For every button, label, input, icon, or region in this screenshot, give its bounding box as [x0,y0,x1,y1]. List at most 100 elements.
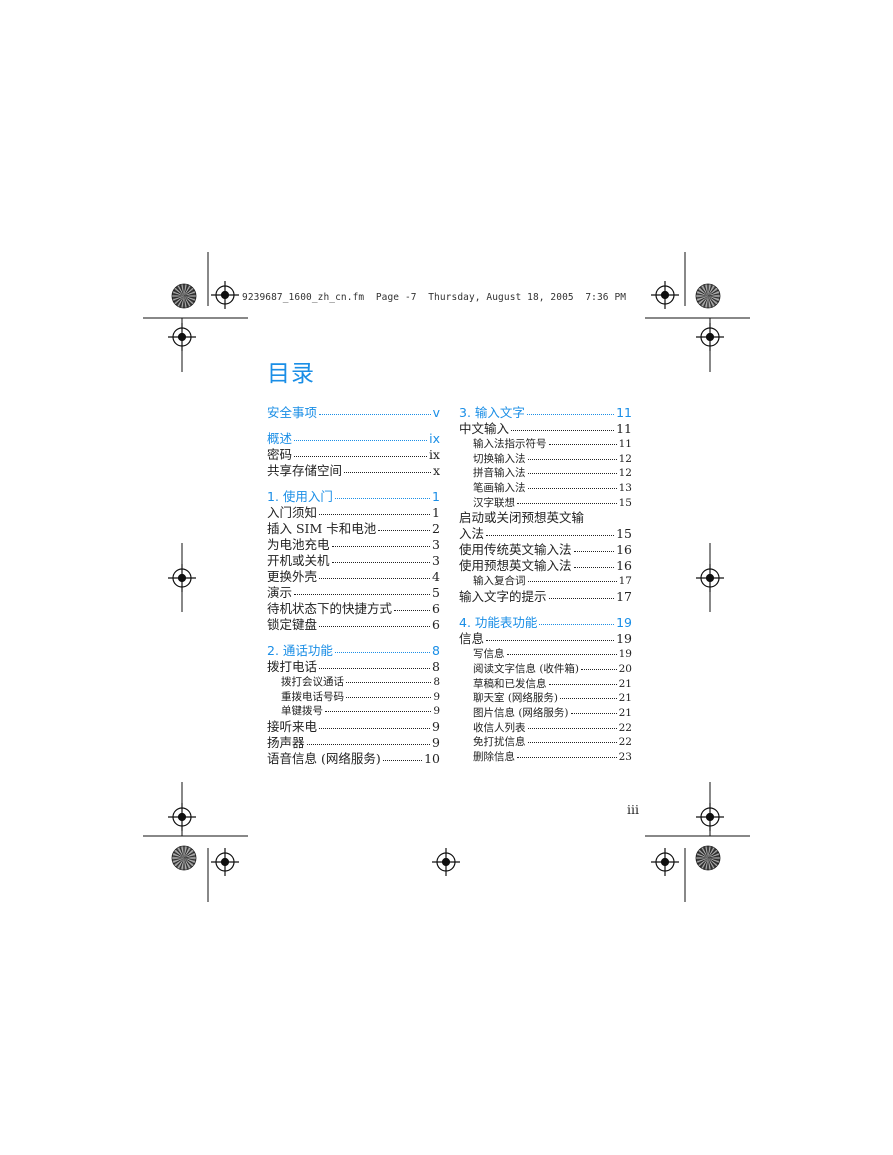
toc-entry-label: 收信人列表 [473,721,526,734]
toc-subsection[interactable]: 聊天室 (网络服务) 21 [459,691,632,706]
toc-entry-label: 入法 [459,526,485,542]
toc-entry-page: 11 [616,421,632,436]
starburst-calibration-icon [171,845,197,871]
starburst-calibration-icon [171,283,197,309]
toc-entry-page: 6 [432,617,440,632]
dot-leader [334,652,431,653]
dot-leader [382,760,423,762]
dot-leader [527,488,617,490]
registration-target-icon [651,848,679,876]
starburst-calibration-icon [695,845,721,871]
dot-leader [294,440,428,441]
toc-section[interactable]: 插入 SIM 卡和电池 2 [267,521,440,537]
dot-leader [517,756,617,758]
toc-entry-page: 9 [432,719,440,735]
toc-entry-page: 10 [424,751,440,767]
toc-section[interactable]: 扬声器 9 [267,735,440,751]
page-title: 目录 [267,361,315,387]
toc-subsection[interactable]: 重拨电话号码 9 [267,690,440,705]
dot-leader [346,682,432,683]
toc-entry-page: 13 [618,482,632,495]
dot-leader [331,546,431,547]
toc-subsection[interactable]: 切换输入法 12 [459,452,632,467]
dot-leader [548,444,617,445]
dot-leader [319,728,431,730]
toc-entry-page: 9 [433,690,440,703]
toc-entry-page: 21 [618,692,632,705]
toc-entry-page: 1 [432,505,440,520]
toc-subsection[interactable]: 阅读文字信息 (收件箱)20 [459,662,632,677]
toc-entry-label: 聊天室 (网络服务) [473,692,559,705]
toc-entry-label: 锁定键盘 [267,617,318,632]
toc-entry-page: 21 [618,677,632,690]
toc-entry-label: 扬声器 [267,735,305,751]
toc-subsection[interactable]: 收信人列表 22 [459,721,632,736]
toc-entry-continued: 启动或关闭预想英文输 [459,510,585,526]
dot-leader [560,698,617,700]
toc-entry-page: 19 [616,615,632,631]
toc-entry-page: 15 [618,496,632,509]
toc-entry-label: 删除信息 [473,750,515,763]
dot-leader [526,414,615,415]
dot-leader [486,535,615,537]
toc-entry-page: 2 [432,521,440,536]
toc-subsection[interactable]: 笔画输入法 13 [459,481,632,496]
toc-entry-page: 22 [618,721,632,734]
toc-entry-label: 笔画输入法 [473,482,526,495]
toc-entry-label: 插入 SIM 卡和电池 [267,521,377,536]
dot-leader [319,578,431,579]
dot-leader [344,472,431,473]
page-number: iii [627,802,639,817]
toc-entry-label: 切换输入法 [473,452,526,465]
dot-leader [306,744,431,746]
dot-leader [548,683,617,685]
toc-entry-label: 单键拨号 [281,705,323,718]
toc-subsection[interactable]: 图片信息 (网络服务)21 [459,706,632,721]
dot-leader [378,530,431,531]
toc-entry-page: 12 [618,452,632,465]
toc-section[interactable]: 语音信息 (网络服务)10 [267,751,440,767]
toc-section[interactable]: 锁定键盘 6 [267,617,440,633]
toc-entry-page: 11 [616,405,632,420]
toc-entry-label: 共享存储空间 [267,463,343,478]
toc-entry-page: 9 [432,735,440,751]
toc-entry-label: 重拨电话号码 [281,690,344,703]
toc-entry-page: 6 [432,601,440,616]
dot-leader [517,502,617,504]
dot-leader [294,456,427,457]
